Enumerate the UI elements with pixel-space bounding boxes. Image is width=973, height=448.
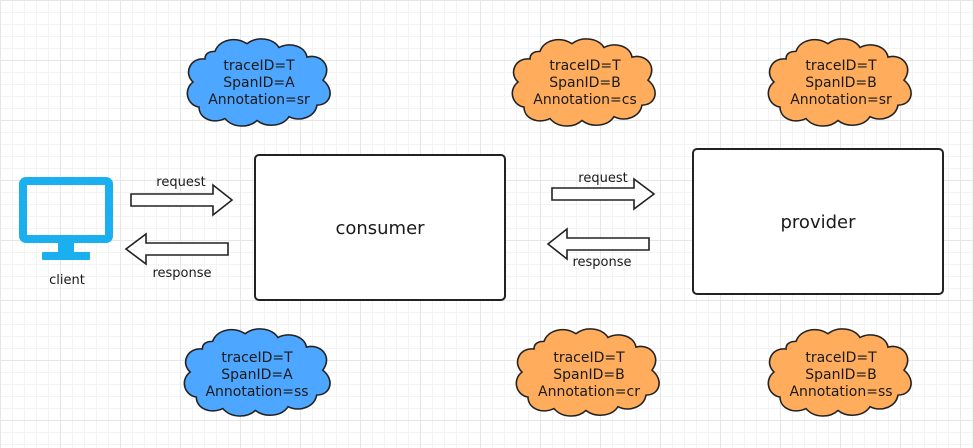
left-arrow-icon <box>546 227 650 261</box>
cloud-provider-sr-line-1: traceID=T <box>805 58 877 74</box>
cloud-consumer-cr-line-3: Annotation=cr <box>538 384 640 400</box>
left-arrow-icon <box>124 232 229 266</box>
cloud-consumer-cs-line-1: traceID=T <box>549 58 621 74</box>
cloud-consumer-sr-line-3: Annotation=sr <box>208 92 310 108</box>
client-request-label: request <box>156 175 205 190</box>
client-node: client <box>19 177 113 288</box>
consumer-node: consumer <box>254 154 506 301</box>
cloud-consumer-cr-line-2: SpanID=B <box>553 367 624 383</box>
client-label: client <box>49 273 85 288</box>
provider-request-label: request <box>578 171 627 186</box>
provider-label: provider <box>781 212 857 233</box>
provider-response-label: response <box>572 255 631 270</box>
right-arrow-icon <box>130 183 234 217</box>
cloud-consumer-sr-line-2: SpanID=A <box>223 75 295 91</box>
cloud-provider-sr-line-3: Annotation=sr <box>790 92 892 108</box>
consumer-box <box>254 154 506 301</box>
cloud-provider-ss-line-2: SpanID=B <box>805 367 876 383</box>
cloud-consumer-ss-line-2: SpanID=A <box>221 367 293 383</box>
cloud-consumer-cs-line-3: Annotation=cs <box>533 92 637 108</box>
client-response-label: response <box>152 266 211 281</box>
cloud-provider-ss-line-1: traceID=T <box>805 350 877 366</box>
provider-request-arrow: request <box>551 171 656 211</box>
cloud-provider-ss-line-3: Annotation=ss <box>789 384 892 400</box>
cloud-provider-sr-line-2: SpanID=B <box>805 75 876 91</box>
cloud-consumer-cr-line-1: traceID=T <box>553 350 625 366</box>
provider-node: provider <box>692 148 944 295</box>
client-response-arrow: response <box>124 232 229 281</box>
cloud-consumer-ss-line-3: Annotation=ss <box>205 384 308 400</box>
provider-response-arrow: response <box>546 227 650 270</box>
cloud-consumer-ss-line-1: traceID=T <box>221 350 293 366</box>
right-arrow-icon <box>551 177 656 211</box>
client-request-arrow: request <box>130 175 234 217</box>
cloud-consumer-cs-line-2: SpanID=B <box>549 75 620 91</box>
consumer-label: consumer <box>335 218 425 239</box>
monitor-icon <box>19 177 113 260</box>
cloud-consumer-sr-line-1: traceID=T <box>223 58 295 74</box>
provider-box <box>692 148 944 295</box>
